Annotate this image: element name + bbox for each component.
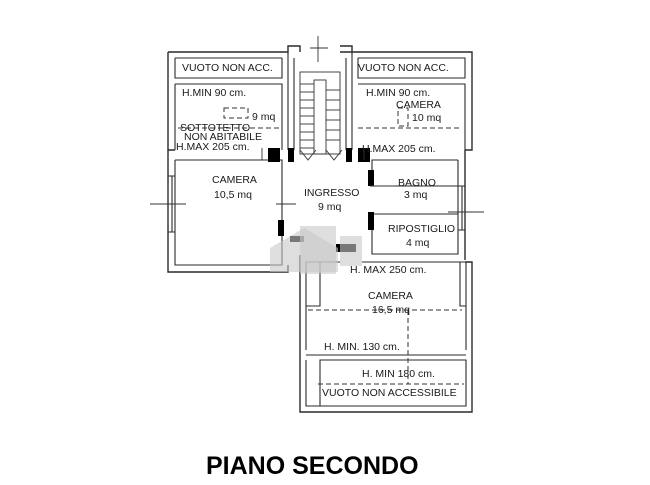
dashed-lines: [178, 107, 464, 385]
label-camera-right-area: 10 mq: [412, 112, 441, 124]
label-vuoto-left: VUOTO NON ACC.: [182, 62, 273, 74]
label-camera-left-area: 10,5 mq: [214, 189, 252, 201]
label-camera-bottom-name: CAMERA: [368, 290, 413, 302]
label-ingresso-name: INGRESSO: [304, 187, 359, 199]
label-bagno-area: 3 mq: [404, 189, 428, 201]
window-markers: [150, 186, 484, 230]
label-hmin-left: H.MIN 90 cm.: [182, 87, 246, 99]
label-hmin-130: H. MIN. 130 cm.: [324, 341, 400, 353]
label-hmax-bottom: H. MAX 250 cm.: [350, 264, 426, 276]
label-hmin-right: H.MIN 90 cm.: [366, 87, 430, 99]
plan-title: PIANO SECONDO: [206, 452, 419, 480]
label-vuoto-right: VUOTO NON ACC.: [358, 62, 449, 74]
label-bagno-name: BAGNO: [398, 177, 436, 189]
label-ingresso-area: 9 mq: [318, 201, 342, 213]
label-vuoto-bottom: VUOTO NON ACCESSIBILE: [322, 387, 457, 399]
label-ripostiglio-area: 4 mq: [406, 237, 430, 249]
label-camera-right-name: CAMERA: [396, 99, 441, 111]
label-sottotetto-line1: SOTTOTETTO: [180, 122, 250, 134]
outer-walls: [167, 45, 473, 413]
label-camera-left-name: CAMERA: [212, 174, 257, 186]
label-ripostiglio-name: RIPOSTIGLIO: [388, 223, 455, 235]
watermark-logo: [270, 226, 362, 274]
label-camera-bottom-area: 16,5 mq: [372, 304, 410, 316]
label-hmax-left: H.MAX 205 cm.: [176, 141, 250, 153]
label-hmax-right: H.MAX 205 cm.: [362, 143, 436, 155]
staircase: [299, 36, 343, 161]
label-sottotetto-area: 9 mq: [252, 111, 276, 123]
label-sottotetto-line2: NON ABITABILE: [184, 131, 262, 143]
label-hmin-180: H. MIN 180 cm.: [362, 368, 435, 380]
room-labels: VUOTO NON ACC. VUOTO NON ACC. H.MIN 90 c…: [176, 62, 457, 399]
